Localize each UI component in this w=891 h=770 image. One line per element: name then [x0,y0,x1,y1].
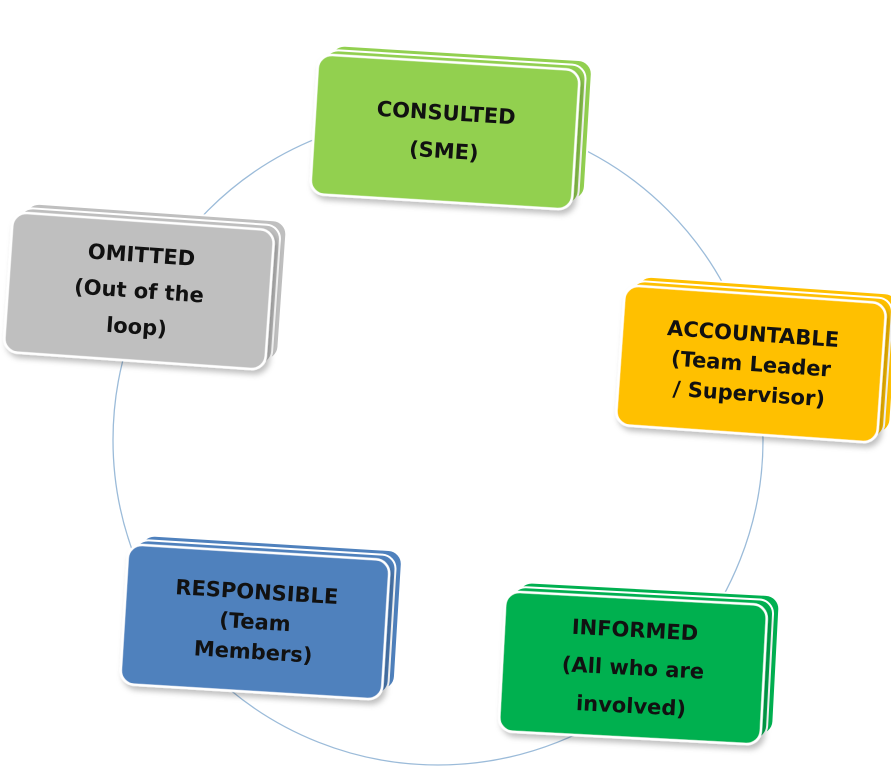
nodes-layer: CONSULTED(SME)ACCOUNTABLE(Team Leader/ S… [3,44,891,746]
node-accountable-card [615,284,887,444]
node-informed-label-line-3: involved) [575,691,686,721]
node-omitted-card [3,211,275,371]
node-consulted: CONSULTED(SME) [309,44,593,211]
node-responsible-label-line-2: (Team [219,608,292,636]
node-consulted-card [309,53,581,211]
node-informed-card [497,590,769,746]
node-responsible-card [119,543,391,701]
node-omitted-label-line-3: loop) [105,313,167,341]
node-accountable: ACCOUNTABLE(Team Leader/ Supervisor) [615,275,891,444]
node-consulted-label-line-2: (SME) [408,137,479,165]
